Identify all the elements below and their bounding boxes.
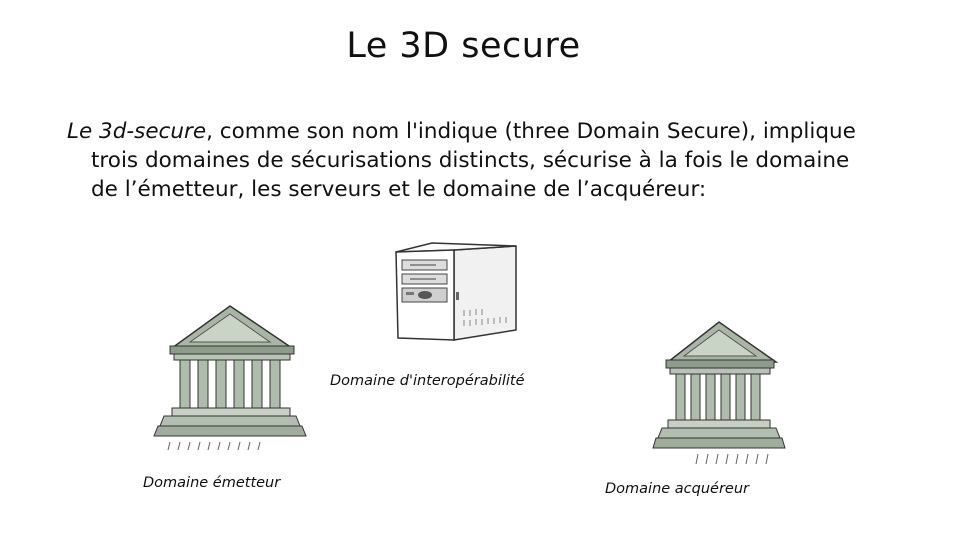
- paragraph-line1: , comme son nom l'indique (three Domain …: [206, 119, 856, 144]
- caption-acquirer: Domaine acquéreur: [605, 481, 750, 497]
- lead-term: Le 3d-secure: [67, 119, 207, 144]
- slide-title: Le 3D secure: [346, 26, 581, 66]
- paragraph-line2: trois domaines de sécurisations distinct…: [91, 148, 850, 173]
- caption-issuer: Domaine émetteur: [143, 475, 281, 491]
- bank-building-icon: [153, 305, 307, 451]
- bank-building-icon: [652, 321, 786, 465]
- server-icon: [395, 242, 517, 341]
- paragraph-line3: de l’émetteur, les serveurs et le domain…: [91, 177, 707, 202]
- intro-paragraph: Le 3d-secure, comme son nom l'indique (t…: [67, 117, 897, 204]
- caption-interoperability: Domaine d'interopérabilité: [330, 373, 525, 389]
